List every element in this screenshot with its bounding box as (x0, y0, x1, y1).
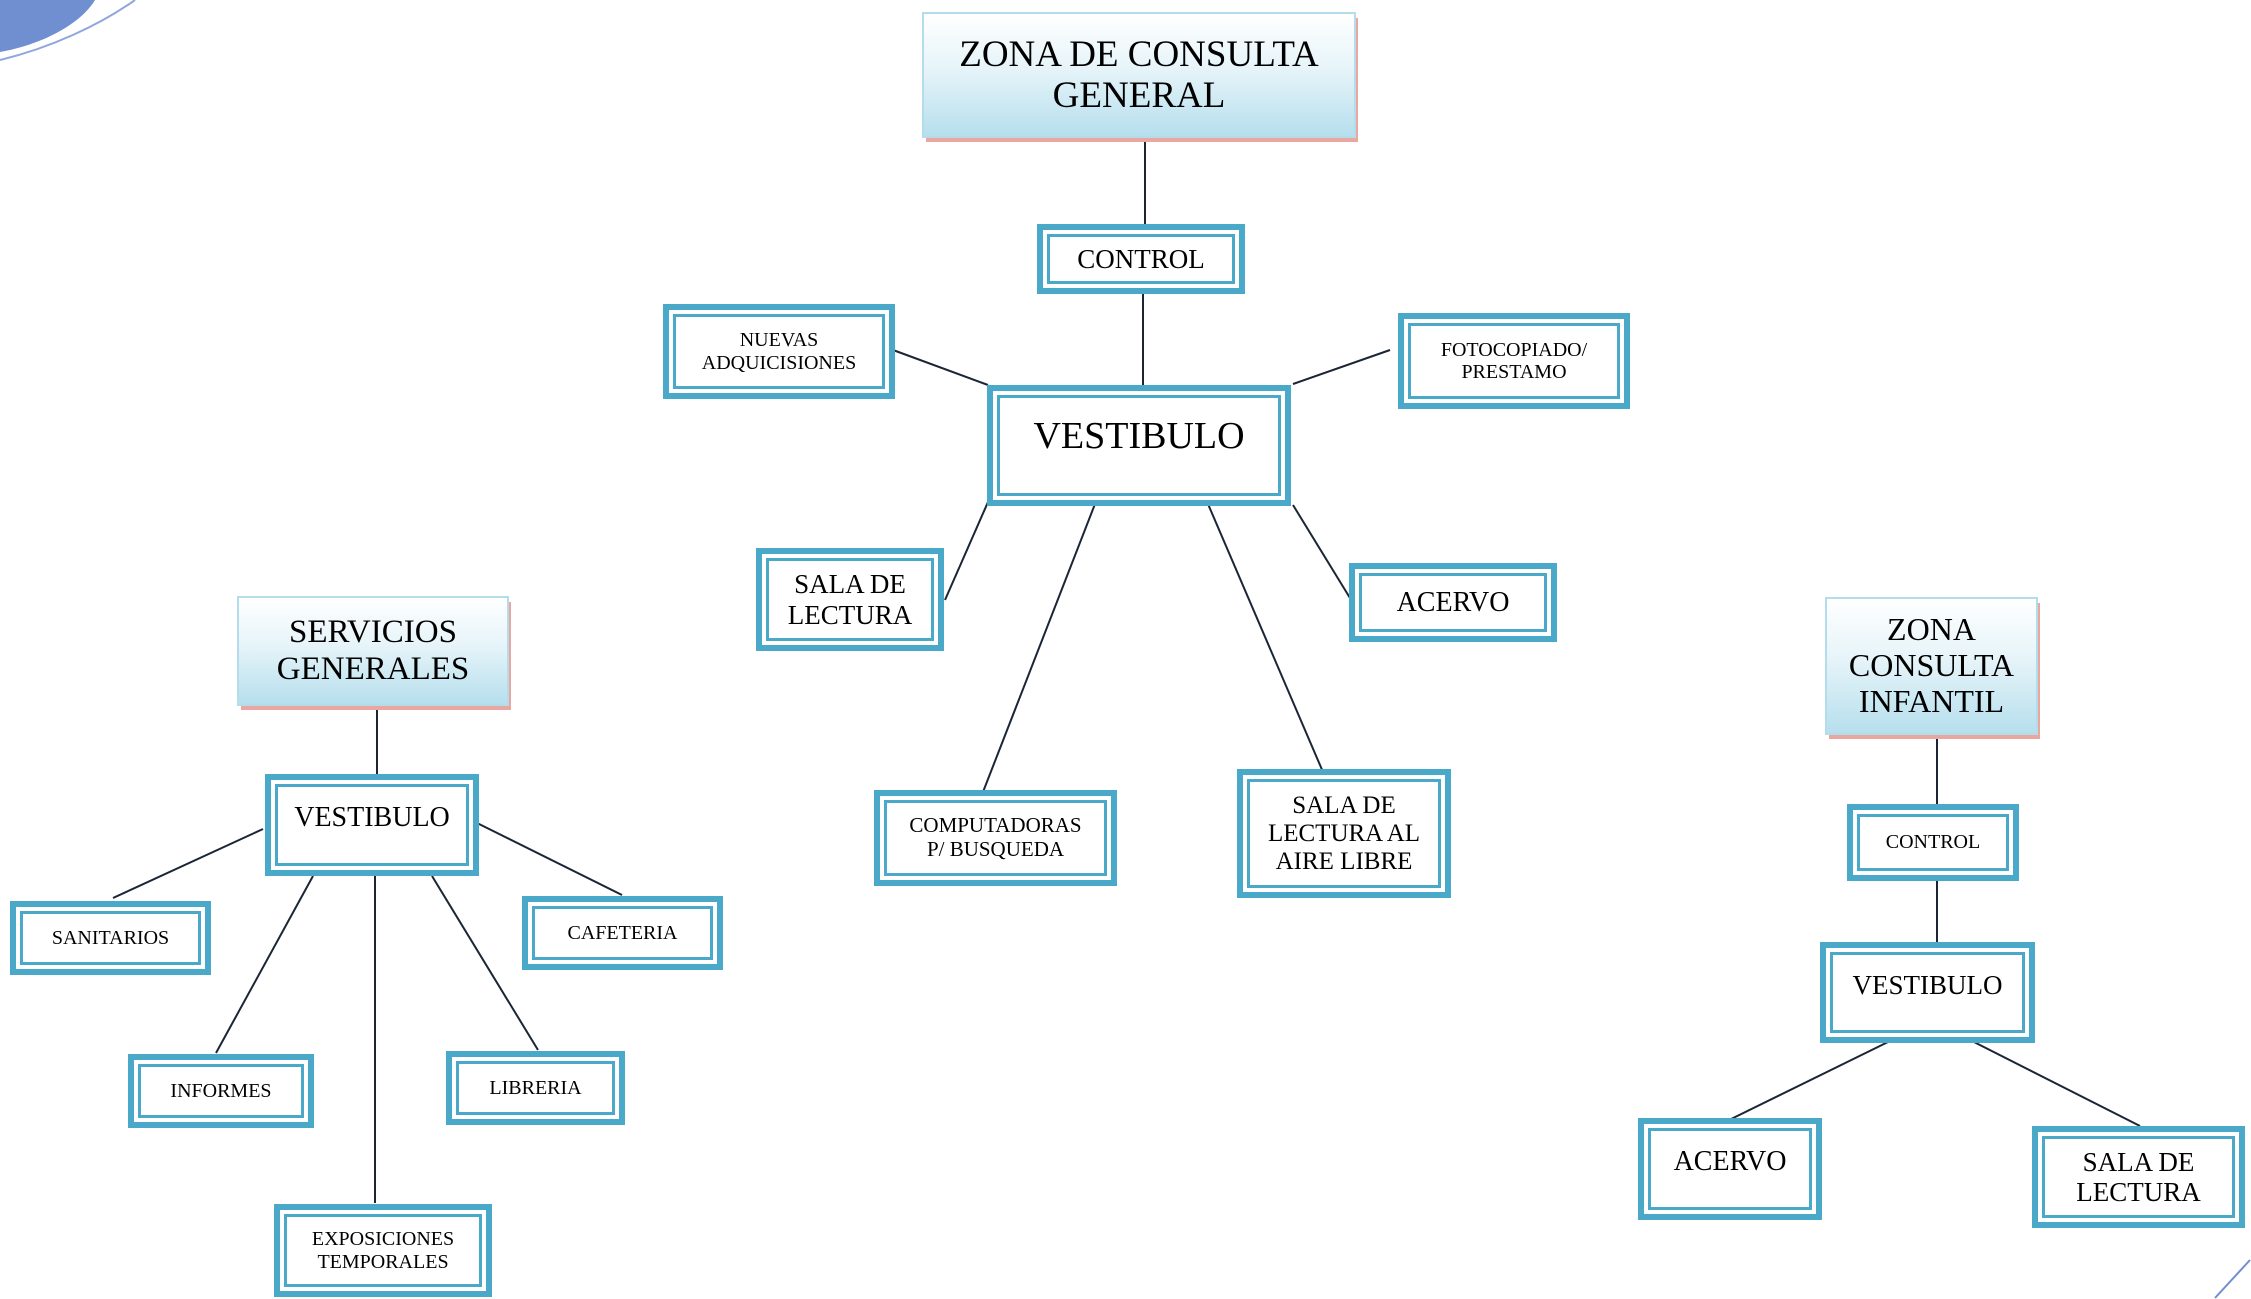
connector-vestibulo-aire (1207, 503, 1324, 773)
connector-vestibulo-acervo (1292, 504, 1351, 599)
connector-vestibulo-acervo-infantil (1724, 1041, 1889, 1123)
infantil-sala-lectura-node: SALA DE LECTURA (2032, 1126, 2245, 1228)
fotocopiado-prestamo-node: FOTOCOPIADO/ PRESTAMO (1398, 313, 1630, 409)
connector-vestibulo-sala (944, 501, 989, 601)
connector-vestibulo-nuevas (892, 349, 989, 386)
sanitarios-node: SANITARIOS (10, 901, 211, 975)
cafeteria-node: CAFETERIA (522, 896, 723, 970)
connector-vestibulo-sanitarios (112, 828, 264, 899)
servicios-generales-title: SERVICIOS GENERALES (237, 596, 509, 706)
connector-vestibulo-sala-infantil (1973, 1041, 2141, 1127)
sala-lectura-aire-libre-node: SALA DE LECTURA AL AIRE LIBRE (1237, 769, 1451, 898)
general-control-node: CONTROL (1037, 224, 1245, 294)
connector-vestibulo-informes (215, 875, 314, 1054)
servicios-vestibulo-node: VESTIBULO (265, 774, 479, 876)
connector-vestibulo-computadoras (982, 503, 1096, 793)
general-sala-lectura-node: SALA DE LECTURA (756, 548, 944, 651)
libreria-node: LIBRERIA (446, 1051, 625, 1125)
general-acervo-node: ACERVO (1349, 563, 1557, 642)
corner-line-decoration (2214, 1259, 2251, 1299)
infantil-vestibulo-node: VESTIBULO (1820, 942, 2035, 1043)
infantil-acervo-node: ACERVO (1638, 1118, 1822, 1220)
informes-node: INFORMES (128, 1054, 314, 1128)
general-vestibulo-node: VESTIBULO (987, 385, 1291, 506)
connector-vestibulo-fotocopiado (1292, 349, 1391, 385)
zona-consulta-general-title: ZONA DE CONSULTA GENERAL (922, 12, 1356, 138)
exposiciones-temporales-node: EXPOSICIONES TEMPORALES (274, 1204, 492, 1297)
connector-vestibulo-cafeteria (474, 821, 623, 896)
corner-swoosh-decoration (0, 0, 136, 61)
zona-consulta-infantil-title: ZONA CONSULTA INFANTIL (1825, 597, 2038, 735)
connector-vestibulo-libreria (431, 875, 539, 1051)
infantil-control-node: CONTROL (1847, 804, 2019, 881)
computadoras-busqueda-node: COMPUTADORAS P/ BUSQUEDA (874, 790, 1117, 886)
nuevas-adquisiciones-node: NUEVAS ADQUICISIONES (663, 304, 895, 399)
